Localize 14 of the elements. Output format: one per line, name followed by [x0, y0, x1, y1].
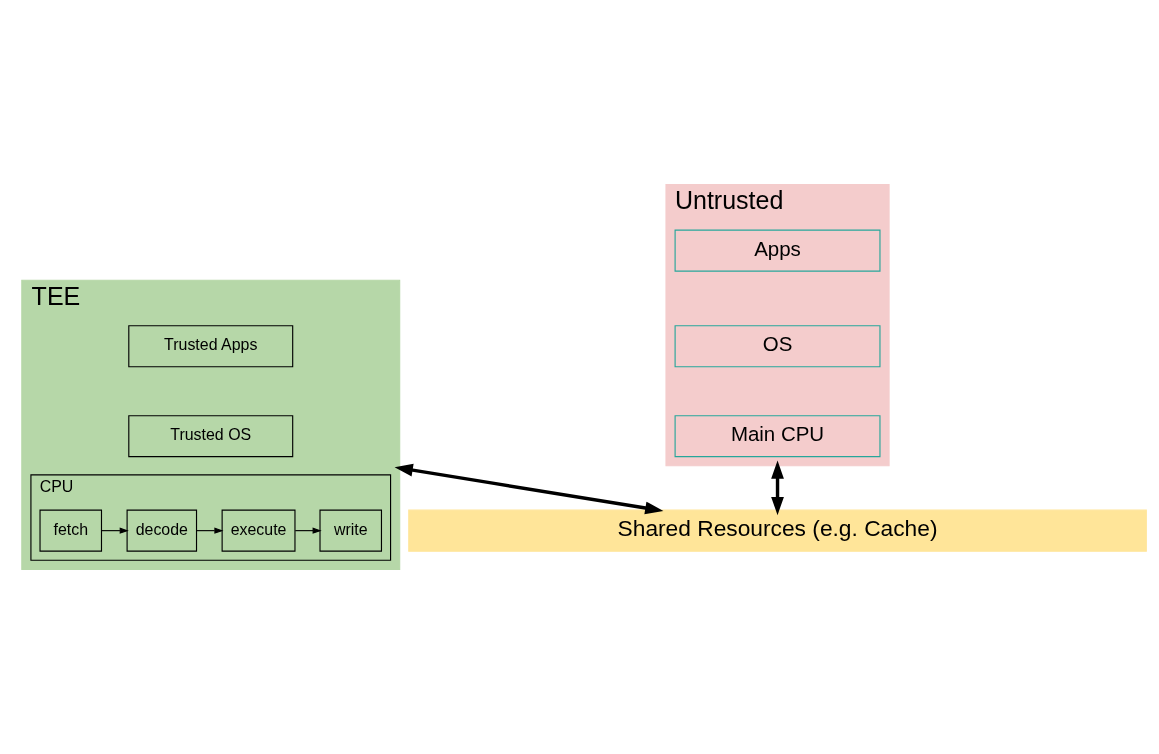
node-box: decode [126, 509, 198, 552]
node-box: Shared Resources (e.g. Cache) [408, 509, 1147, 552]
arrow [771, 460, 784, 516]
arrow [394, 463, 664, 515]
node-box: Main CPU [674, 415, 881, 458]
node-box: OS [674, 325, 881, 368]
arrow [101, 527, 129, 534]
node-box: write [319, 509, 383, 552]
node-box: Apps [674, 229, 881, 272]
node-box: fetch [39, 509, 103, 552]
arrow [196, 527, 224, 534]
node-box: execute [221, 509, 296, 552]
node-box: Trusted OS [128, 415, 294, 458]
node-box: Trusted Apps [128, 325, 294, 368]
